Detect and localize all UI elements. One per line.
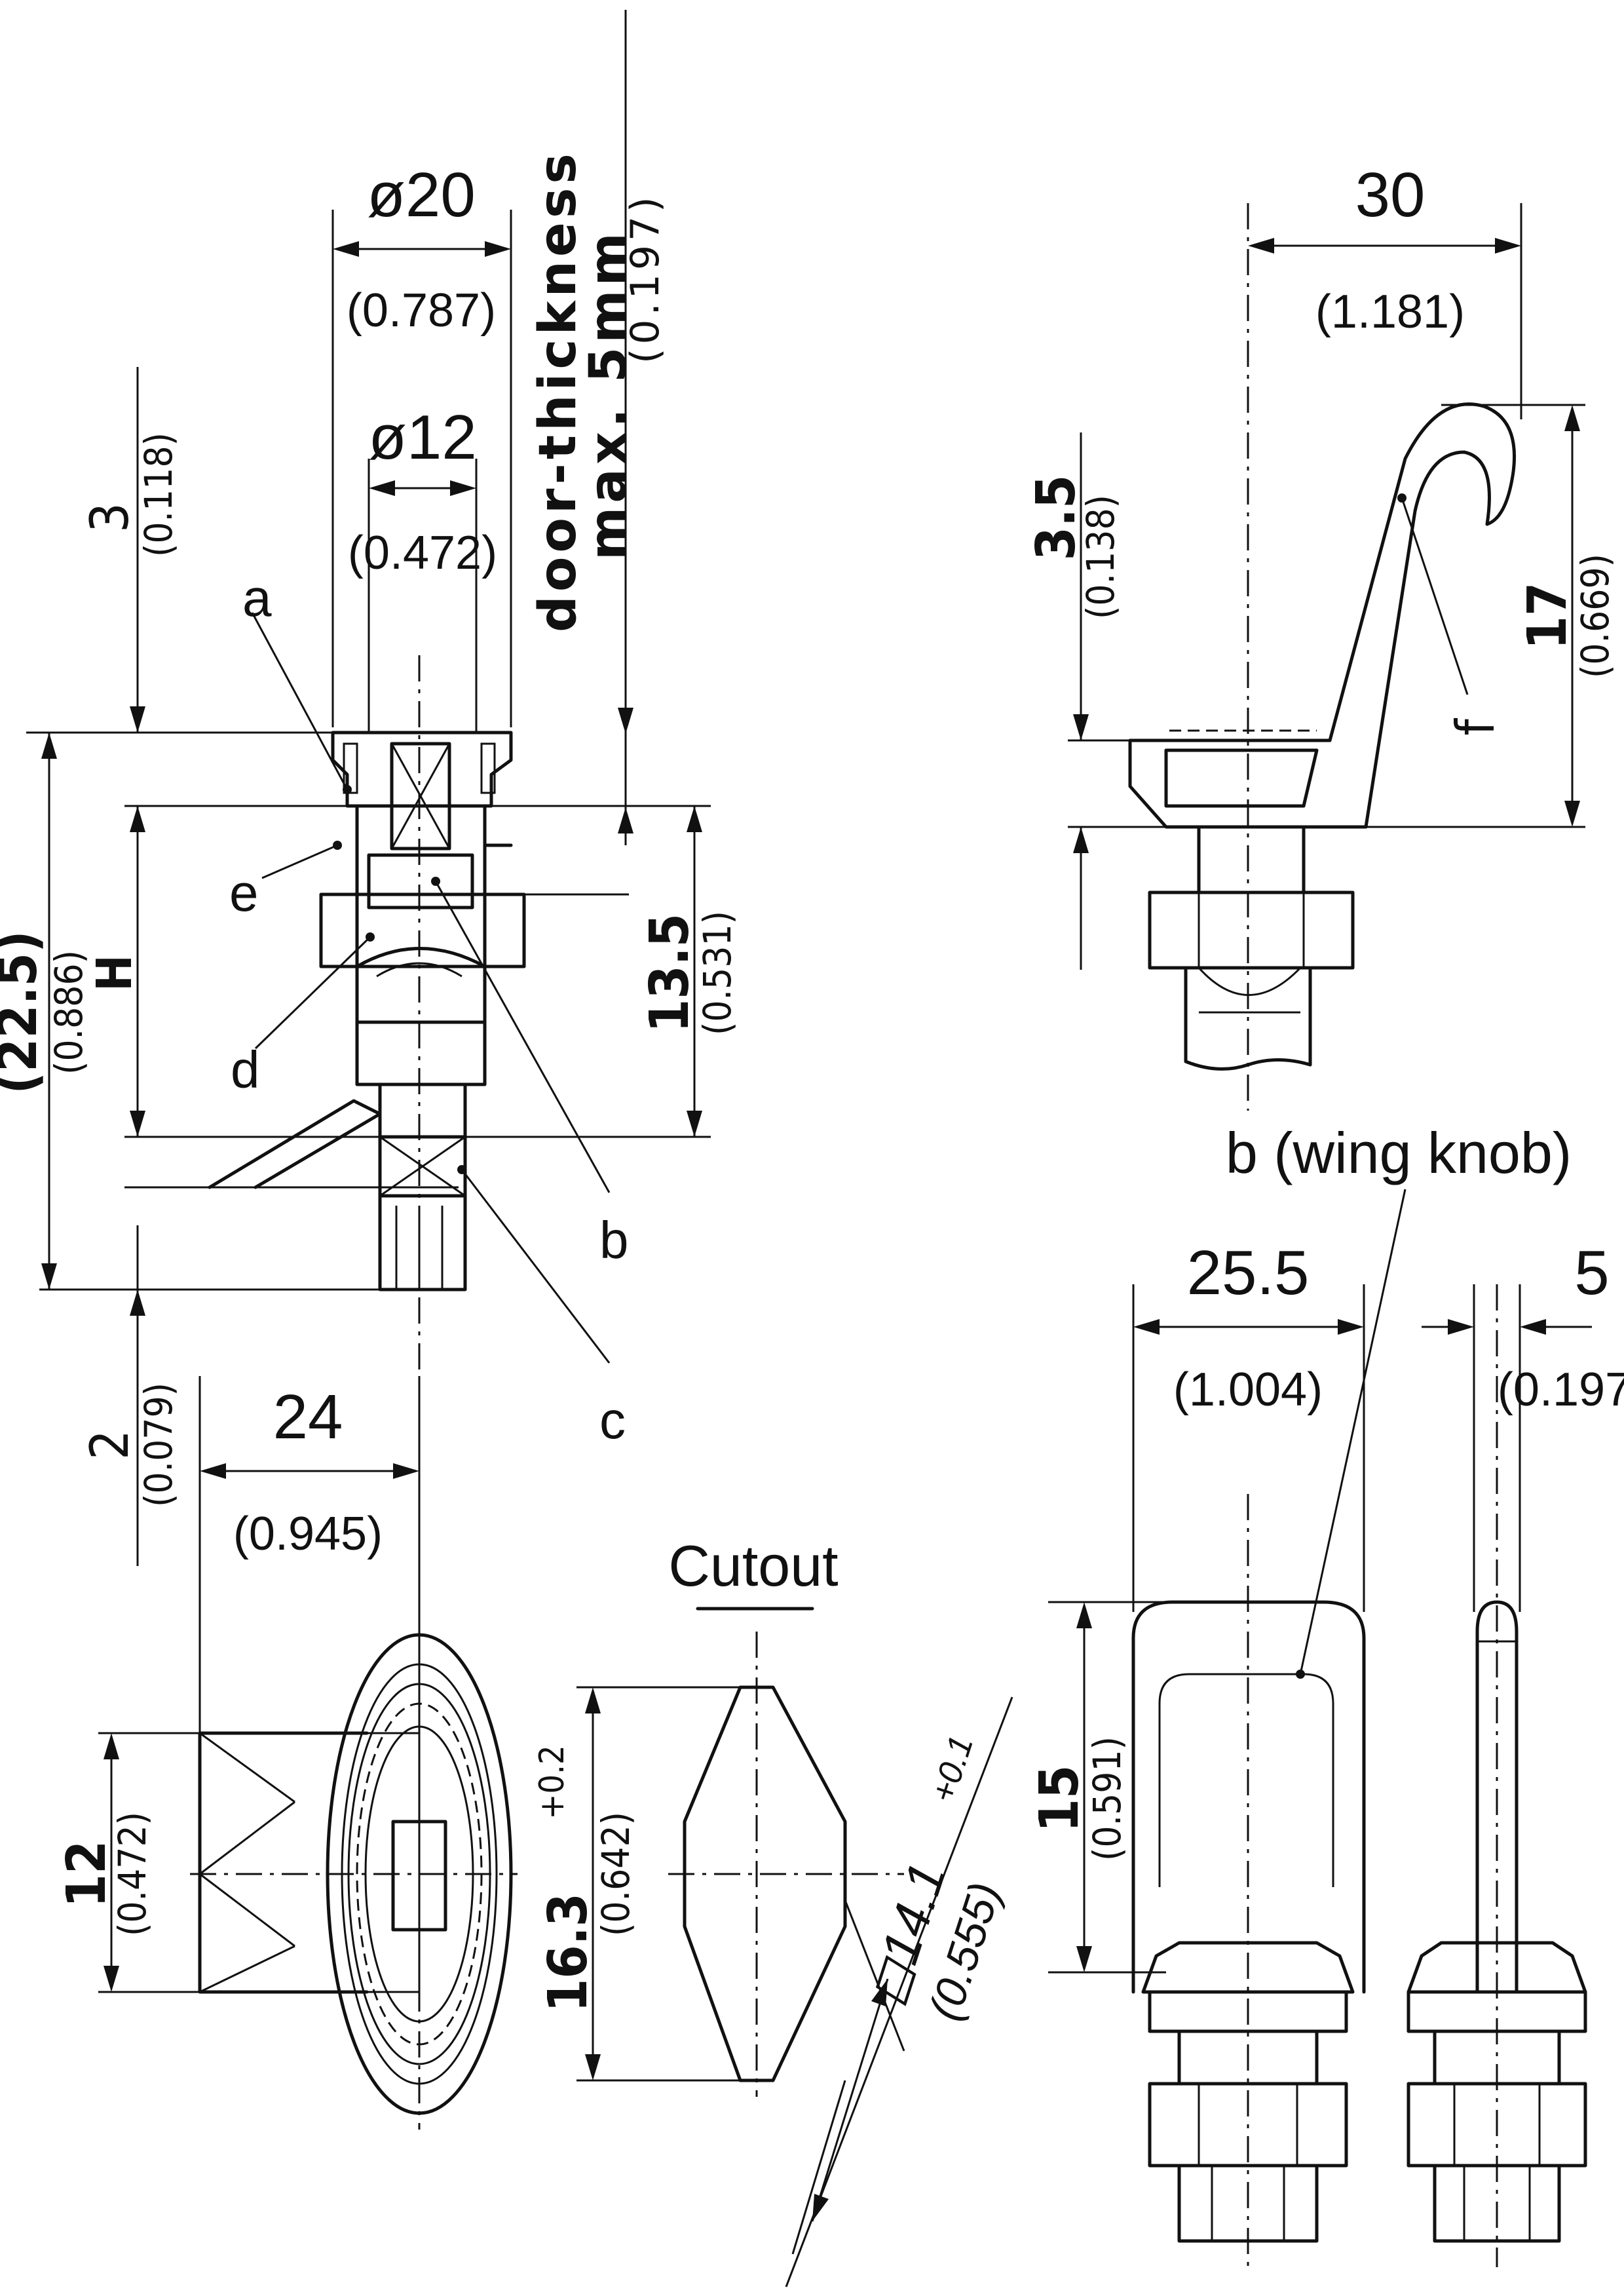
label-e: e [229, 864, 259, 922]
dim-d20-inch: (0.787) [347, 284, 496, 337]
label-a: a [242, 569, 272, 627]
dim-3-5: 3.5 [1025, 475, 1087, 561]
cam-view: 30 (1.181) 17 (0.669) 3.5 (0.138) f [1025, 160, 1617, 1111]
dim-16-3-tol: +0.2 [533, 1745, 572, 1820]
dim-24: 24 [273, 1382, 343, 1452]
dim-16-3: 16.3 [537, 1893, 599, 2012]
front-view: 24 (0.945) 12 (0.472) [56, 1376, 518, 2130]
door-thickness-inch: (0.197) [622, 193, 668, 364]
dim-22-5-inch: (0.886) [47, 950, 91, 1075]
dim-22-5: (22.5) [0, 930, 49, 1094]
wing-knob-callout: b (wing knob) [1226, 1120, 1572, 1185]
door-thickness-label: door-thickness [529, 149, 588, 632]
cutout-title: Cutout [668, 1533, 838, 1598]
dim-d20: ø20 [367, 160, 475, 230]
dim-25-5-inch: (1.004) [1173, 1364, 1323, 1416]
cutout-view: Cutout 16.3 +0.2 (0.642) ◻14.1 +0.1 (0.5… [533, 1533, 1013, 2287]
dim-17-inch: (0.669) [1573, 554, 1617, 678]
dim-25-5: 25.5 [1187, 1238, 1310, 1308]
label-d: d [231, 1041, 260, 1099]
dim-14-1-tol: +0.1 [924, 1731, 981, 1807]
wing-knob-view: b (wing knob) 25.5 (1.004) 5 (0.197) 15 … [1029, 1120, 1624, 2267]
dim-15-inch: (0.591) [1085, 1736, 1129, 1861]
dim-2-inch: (0.079) [136, 1383, 181, 1507]
dim-30: 30 [1355, 160, 1426, 230]
dim-3-5-inch: (0.138) [1078, 495, 1123, 619]
dim-15: 15 [1029, 1765, 1091, 1833]
dim-H: H [86, 955, 143, 991]
dim-30-inch: (1.181) [1315, 286, 1465, 338]
dim-12: 12 [56, 1841, 118, 1908]
dim-3: 3 [79, 503, 140, 533]
label-f: f [1445, 718, 1506, 736]
dim-12-inch: (0.472) [110, 1812, 155, 1936]
dim-d12-inch: (0.472) [348, 527, 497, 579]
dim-5: 5 [1574, 1238, 1609, 1308]
label-b: b [599, 1211, 629, 1269]
dim-d12: ø12 [368, 402, 476, 472]
door-thickness-max: max. 5mm [579, 229, 638, 560]
section-view: ø20 (0.787) ø12 (0.472) door-thickness m… [0, 10, 740, 1566]
dim-24-inch: (0.945) [233, 1508, 383, 1560]
dim-5-inch: (0.197) [1498, 1364, 1624, 1416]
dim-2: 2 [79, 1430, 140, 1460]
dim-13-5: 13.5 [639, 913, 701, 1033]
dim-16-3-inch: (0.642) [594, 1812, 638, 1936]
lock-body-section [208, 731, 526, 1292]
label-c: c [599, 1391, 626, 1449]
dim-3-inch: (0.118) [136, 432, 181, 557]
dim-17: 17 [1517, 583, 1579, 650]
dim-13-5-inch: (0.531) [695, 911, 740, 1035]
